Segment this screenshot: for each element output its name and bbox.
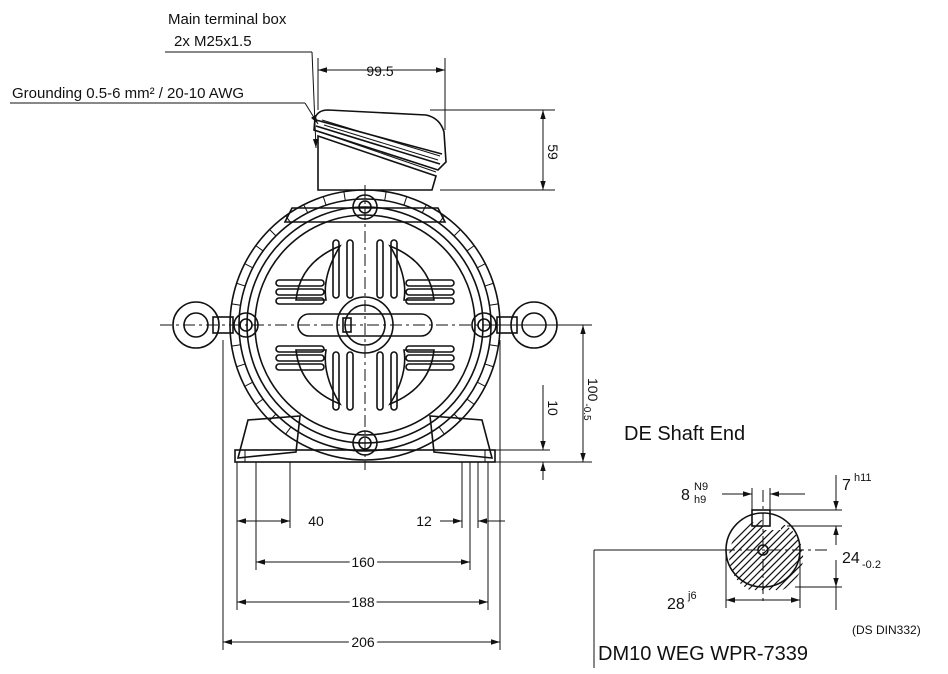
dim-label-160: 160 (351, 554, 375, 570)
key-width-tol-bottom: h9 (694, 494, 706, 506)
key-height-value: 7 (842, 477, 851, 494)
shaft-dia-value: 28 (667, 596, 685, 613)
dim-label-40: 40 (308, 513, 324, 529)
grounding-leader (10, 102, 319, 125)
dim-label-10: 10 (545, 400, 561, 416)
dim-label-12: 12 (416, 513, 432, 529)
dim-terminal-box-width: 99.5 (317, 58, 446, 130)
terminal-box-label: Main terminal box (168, 11, 287, 28)
dim-label-99-5: 99.5 (366, 63, 393, 79)
dim-foot-spacing: 160 (256, 551, 470, 573)
dim-terminal-box-height: 59 (430, 109, 561, 191)
dim-label-100: 100-0.5 (581, 378, 601, 421)
dim-shaft-height: 100-0.5 (495, 324, 601, 463)
dim-label-188: 188 (351, 594, 375, 610)
dim-foot-b: 12 (416, 513, 505, 529)
dim-label-206: 206 (351, 634, 375, 650)
key-height-tol: h11 (854, 472, 872, 484)
footer-model: DM10 WEG WPR-7339 (598, 643, 808, 665)
dim-label-59: 59 (545, 144, 561, 160)
terminal-box-leader (165, 51, 319, 149)
key-depth-tol: -0.2 (862, 559, 881, 571)
dim-foot-a: 40 (237, 513, 324, 529)
shaft-end-title: DE Shaft End (624, 423, 745, 445)
dim-bottom-extensions (222, 340, 501, 650)
footer-standard: (DS DIN332) (852, 623, 921, 637)
grounding-label: Grounding 0.5-6 mm² / 20-10 AWG (12, 85, 244, 102)
dim-base-width: 188 (237, 591, 488, 613)
dim-foot-thickness: 10 (495, 385, 561, 480)
key-width-value: 8 (681, 487, 690, 504)
shaft-dia-tol: j6 (687, 590, 697, 602)
key-depth-value: 24 (842, 550, 860, 567)
terminal-box (313, 109, 447, 191)
terminal-box-thread-label: 2x M25x1.5 (174, 33, 252, 50)
dim-overall-width: 206 (223, 631, 500, 653)
key-width-tol-top: N9 (694, 481, 708, 493)
shaft-end-detail: 8 N9 h9 7 h11 24 -0.2 28 j6 (593, 472, 881, 668)
